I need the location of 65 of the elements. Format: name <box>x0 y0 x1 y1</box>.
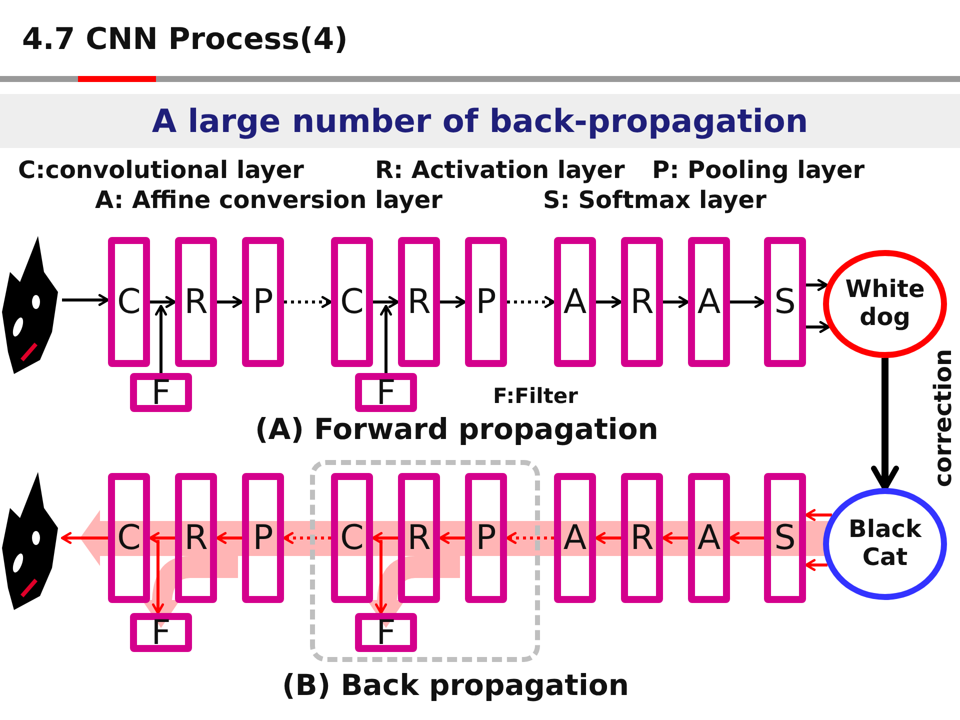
arrow <box>217 296 244 308</box>
layer-box: P <box>242 473 284 603</box>
legend-note: S: Softmax layer <box>543 188 766 212</box>
arrow <box>506 532 554 544</box>
arrow <box>380 304 392 373</box>
legend-note: F:Filter <box>493 386 578 407</box>
arrow <box>440 296 466 308</box>
legend-note: A: Affine conversion layer <box>95 188 442 212</box>
arrow <box>373 296 400 308</box>
layer-box: S <box>764 237 806 367</box>
layer-box: C <box>331 237 373 367</box>
banner-title: A large number of back-propagation <box>0 94 960 148</box>
layer-box: C <box>108 237 150 367</box>
layer-box: F <box>355 613 417 652</box>
legend-note: C:convolutional layer <box>18 158 304 182</box>
slide-title: 4.7 CNN Process(4) <box>22 22 348 57</box>
arrow <box>507 296 556 308</box>
layer-box: P <box>465 237 507 367</box>
layer-box: R <box>398 237 440 367</box>
layer-box: C <box>108 473 150 603</box>
arrow <box>804 559 828 571</box>
legend-note: R: Activation layer <box>375 158 625 182</box>
layer-box: R <box>175 237 217 367</box>
arrow <box>282 532 331 544</box>
arrow <box>60 532 108 544</box>
layer-box: A <box>554 473 596 603</box>
layer-box: P <box>242 237 284 367</box>
arrow <box>284 296 332 308</box>
arrow <box>375 540 387 614</box>
section-caption: (A) Forward propagation <box>255 415 658 444</box>
arrow <box>372 532 398 544</box>
arrow <box>155 304 167 373</box>
arrow <box>594 532 621 544</box>
layer-box: P <box>465 473 507 603</box>
section-caption: (B) Back propagation <box>282 671 629 700</box>
arrow <box>62 294 110 306</box>
layer-box: F <box>130 613 192 652</box>
layer-box: S <box>764 473 806 603</box>
legend-note: P: Pooling layer <box>652 158 865 182</box>
layer-box: R <box>398 473 440 603</box>
arrow <box>663 296 690 308</box>
arrow <box>438 532 465 544</box>
layer-box: A <box>688 237 730 367</box>
output-circle: Black Cat <box>823 488 947 600</box>
arrow <box>871 358 899 491</box>
arrow <box>806 279 828 291</box>
layer-box: R <box>621 237 663 367</box>
arrow <box>148 532 175 544</box>
arrow <box>728 532 764 544</box>
layer-box: A <box>688 473 730 603</box>
layer-box: F <box>130 373 192 412</box>
arrow <box>596 296 622 308</box>
arrow <box>152 540 164 614</box>
arrow <box>730 296 766 308</box>
layer-box: F <box>355 373 417 412</box>
layer-box: R <box>175 473 217 603</box>
arrow <box>804 509 832 521</box>
layer-box: C <box>331 473 373 603</box>
arrow <box>150 296 176 308</box>
arrow <box>806 321 830 333</box>
layer-box: R <box>621 473 663 603</box>
layer-box: A <box>554 237 596 367</box>
dashed-group-frame <box>310 460 540 662</box>
arrow <box>662 532 688 544</box>
arrow <box>216 532 242 544</box>
